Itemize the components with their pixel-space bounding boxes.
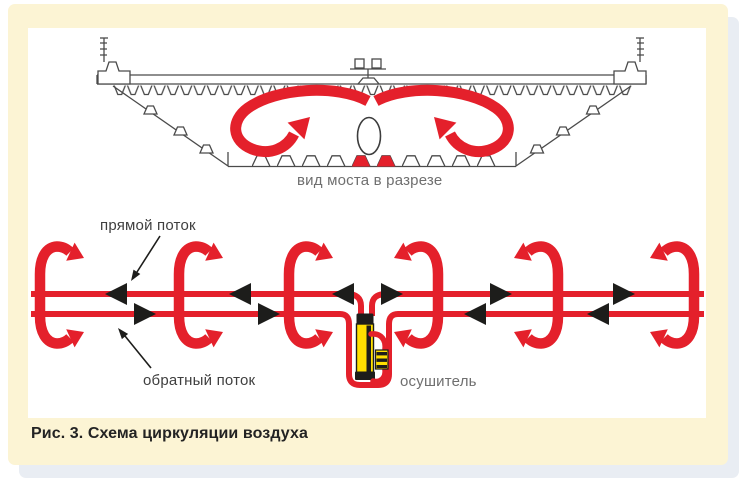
eddy-swirl-icon [394,241,444,349]
eddy-swirl-icon [514,241,564,349]
return-flow-pointer-arrow [118,328,152,369]
figure-caption: Рис. 3. Схема циркуляции воздуха [31,425,308,442]
dehumidifier-device [355,313,389,385]
direct-flow-pointer-arrow [131,235,161,281]
return-flow-line [31,311,704,388]
eddy-swirl-icon [173,241,223,349]
dehumidifier-hose-bottom [370,367,388,385]
cross-section-view-label: вид моста в разрезе [297,172,443,189]
dehumidifier-label: осушитель [400,373,477,390]
bottom-flange-stiffeners [252,155,500,167]
eddy-swirl-icon [283,241,333,349]
eddy-swirl-icon [34,241,84,349]
girder-air-swirl-right-icon [373,84,514,158]
bridge-cross-section-drawing [96,37,647,168]
flow-direction-arrows [105,283,635,325]
return-flow-label: обратный поток [143,372,256,389]
inspection-opening-oval [356,116,382,156]
bridge-left-parapet [97,37,131,85]
dehumidifier-fan-unit [374,349,389,370]
deck-rib-stiffeners [113,85,632,96]
bridge-box-girder [112,85,632,168]
bridge-right-parapet [613,37,647,85]
bridge-rail-fixture [350,58,386,85]
air-flow-scheme [31,235,704,388]
girder-air-swirl-left-icon [230,84,371,158]
red-drain-stiffener-left [352,155,370,167]
eddy-swirl-icon [650,241,700,349]
dehumidifier-hose-top [368,331,388,352]
direct-flow-label: прямой поток [100,217,196,234]
red-drain-stiffener-right [377,155,395,167]
